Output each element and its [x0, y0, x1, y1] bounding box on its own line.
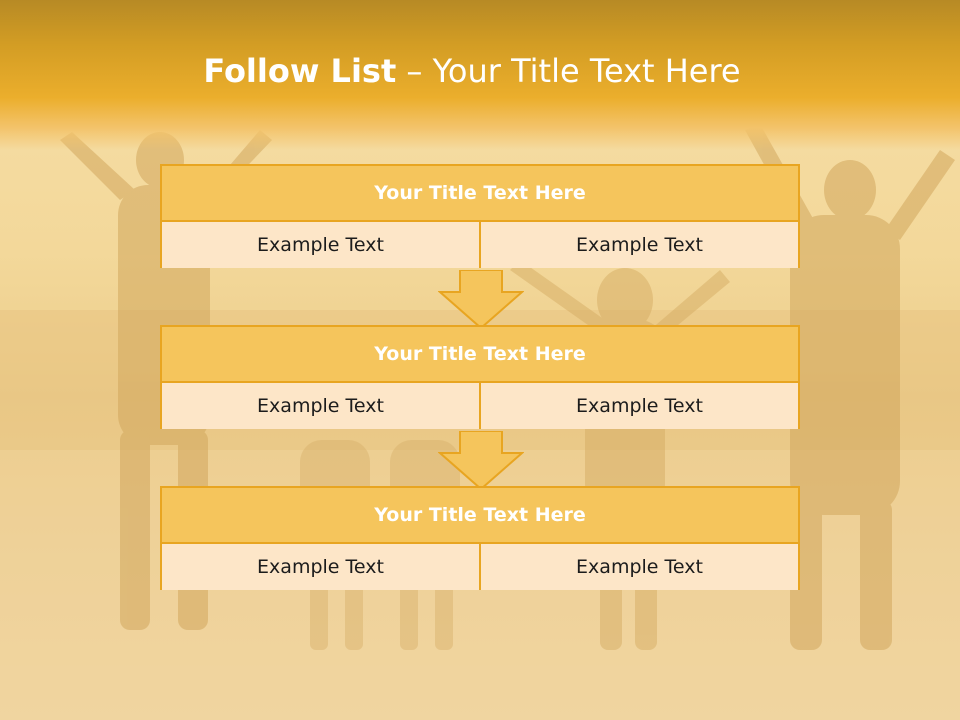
- block-cell-right: Example Text: [479, 383, 798, 429]
- list-block-2: Your Title Text Here Example Text Exampl…: [160, 325, 800, 429]
- block-cell-right: Example Text: [479, 222, 798, 268]
- down-arrow-icon: [438, 270, 524, 330]
- block-cell-right: Example Text: [479, 544, 798, 590]
- block-title: Your Title Text Here: [162, 488, 798, 544]
- block-title: Your Title Text Here: [162, 327, 798, 383]
- block-cell-left: Example Text: [257, 234, 384, 256]
- header-band: [0, 0, 960, 150]
- slide-title-bold: Follow List: [203, 52, 397, 90]
- slide-title-rest: – Your Title Text Here: [396, 52, 741, 90]
- down-arrow-icon: [438, 431, 524, 491]
- list-block-1: Your Title Text Here Example Text Exampl…: [160, 164, 800, 268]
- block-row: Example Text Example Text: [162, 383, 798, 429]
- block-cell-left: Example Text: [257, 395, 384, 417]
- slide-title: Follow List – Your Title Text Here: [0, 52, 944, 90]
- block-row: Example Text Example Text: [162, 222, 798, 268]
- block-row: Example Text Example Text: [162, 544, 798, 590]
- block-title: Your Title Text Here: [162, 166, 798, 222]
- block-cell-left: Example Text: [257, 556, 384, 578]
- list-block-3: Your Title Text Here Example Text Exampl…: [160, 486, 800, 590]
